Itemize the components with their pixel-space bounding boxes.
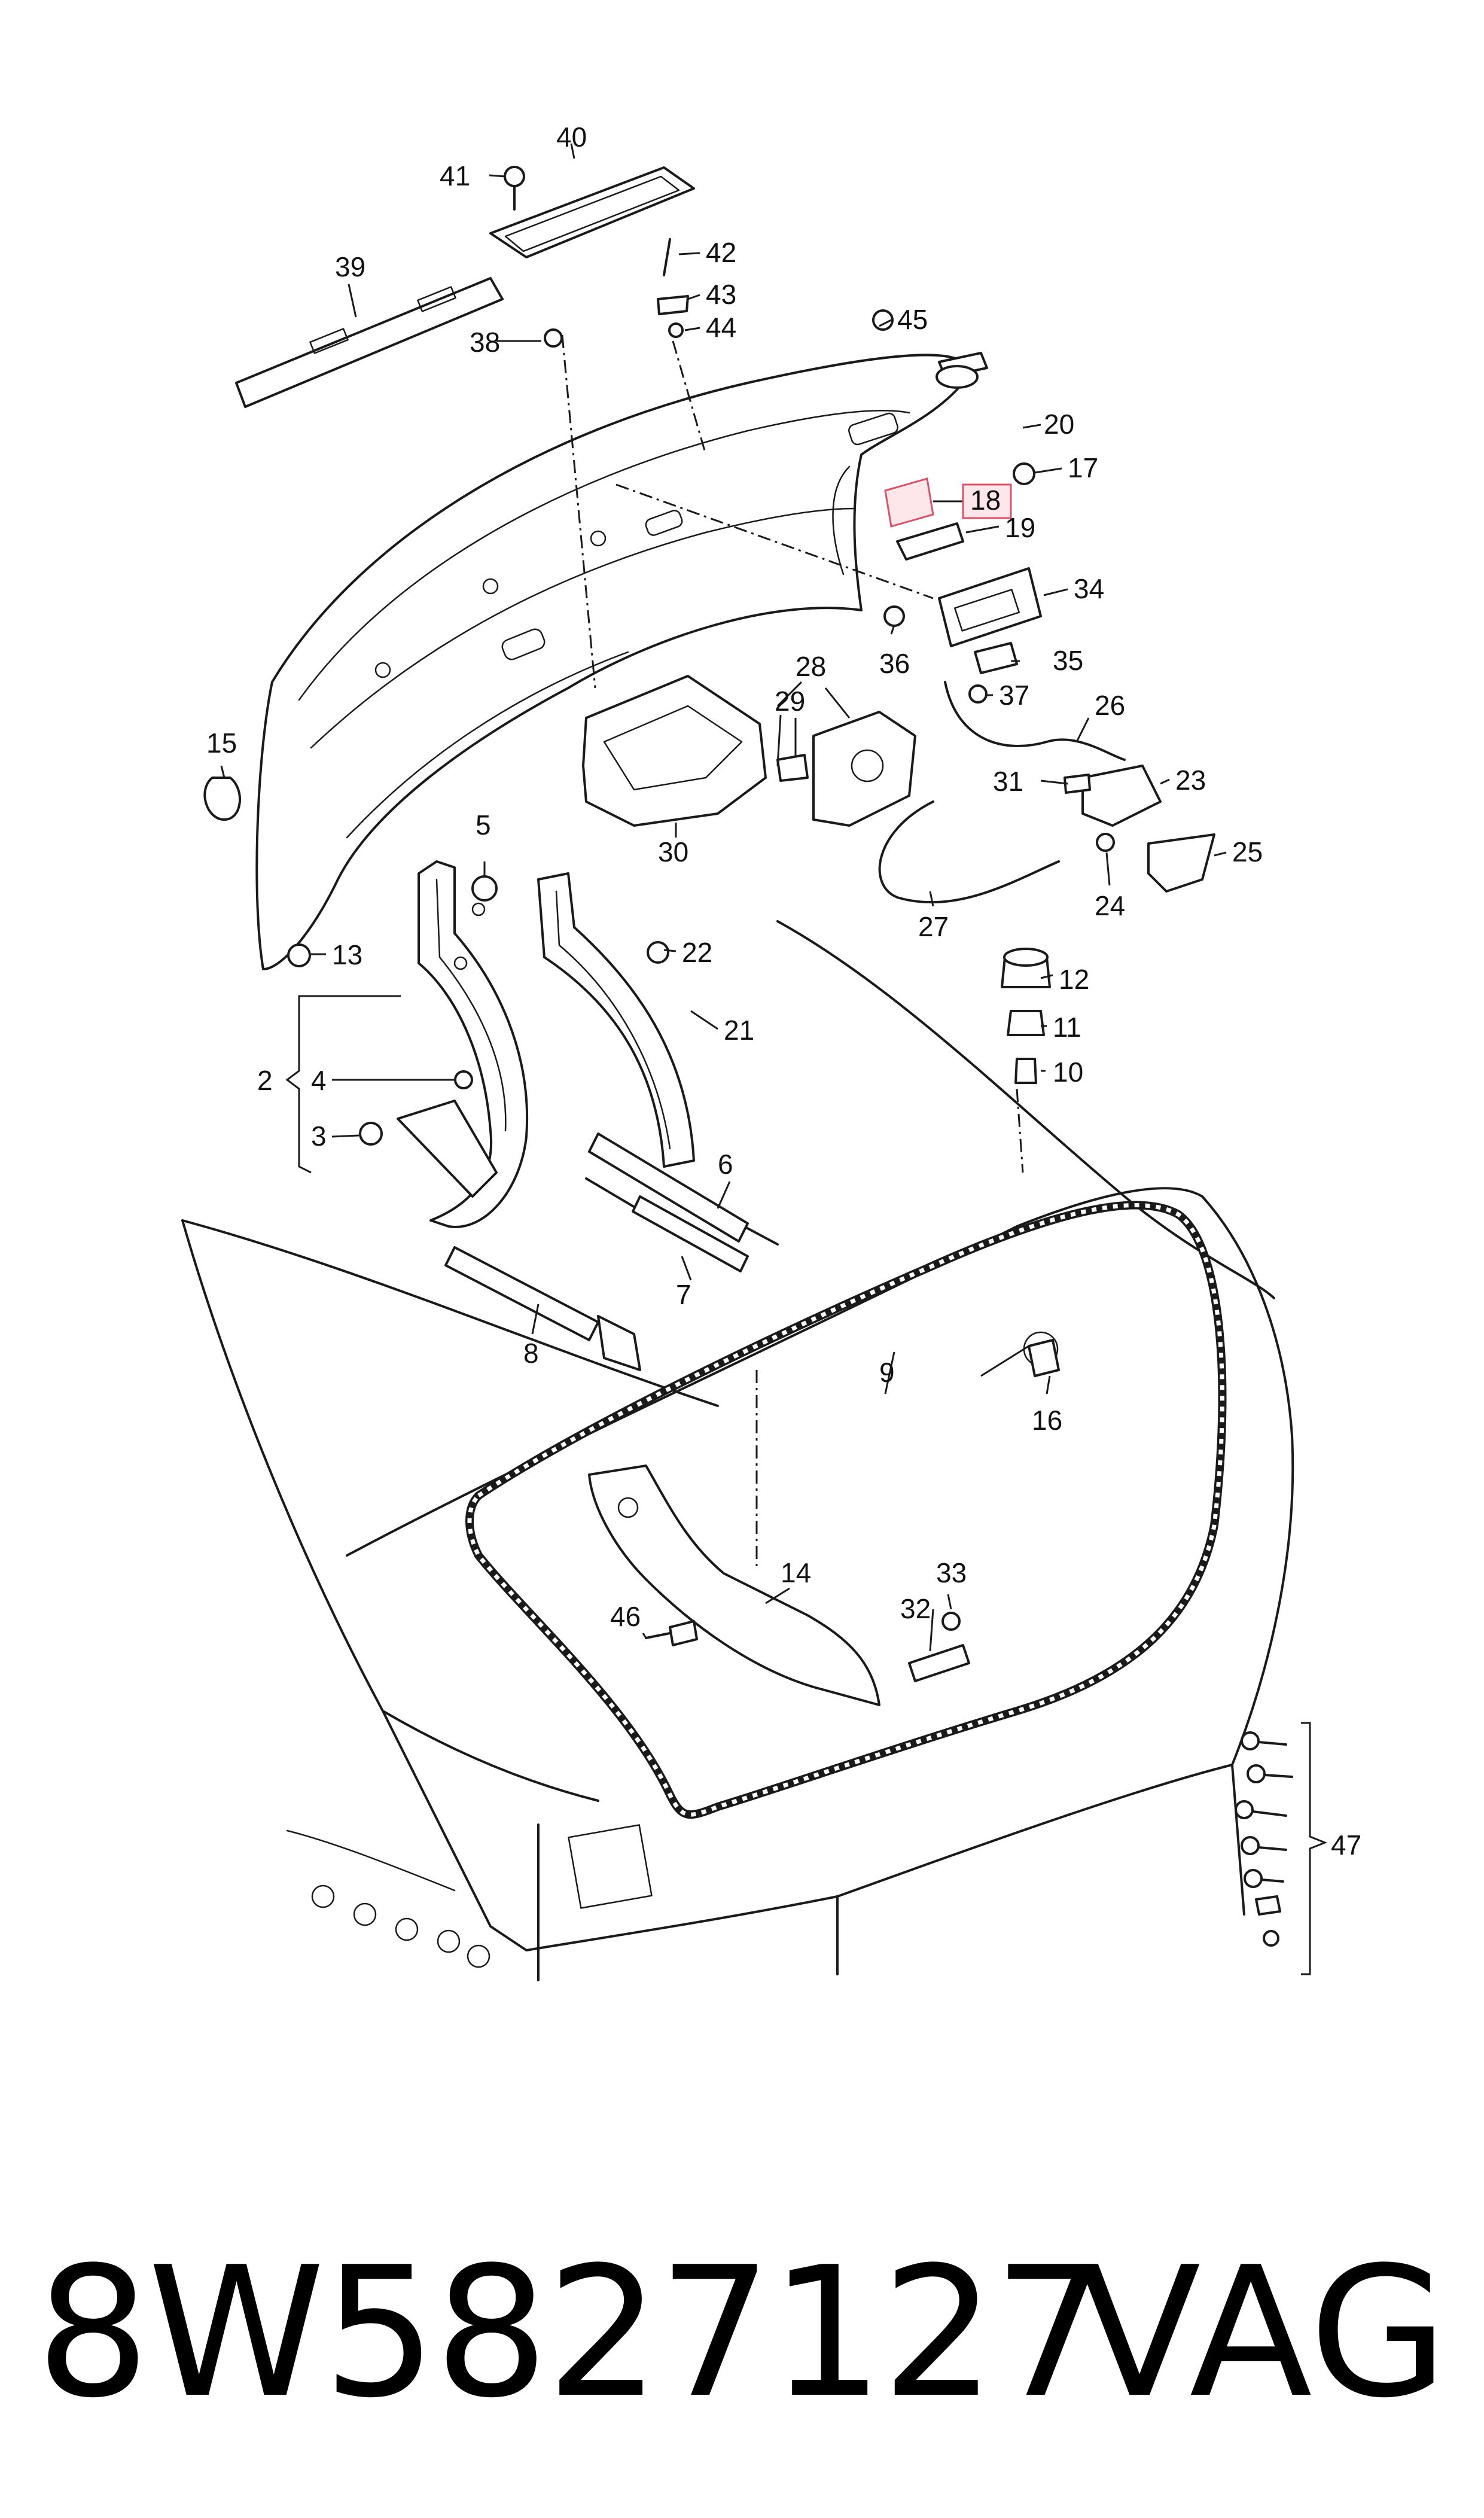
gas-struts bbox=[444, 1132, 779, 1371]
callout-41: 41 bbox=[440, 160, 470, 191]
highlighted-part-18 bbox=[884, 477, 934, 528]
callout-19: 19 bbox=[1005, 512, 1035, 543]
callout-16: 16 bbox=[1032, 1405, 1062, 1436]
callout-8: 8 bbox=[523, 1338, 539, 1369]
callout-43: 43 bbox=[706, 279, 736, 310]
hinge-right-21 bbox=[537, 872, 695, 1168]
callout-6: 6 bbox=[718, 1149, 733, 1180]
callout-47: 47 bbox=[1331, 1829, 1361, 1861]
trim-14 bbox=[588, 1464, 880, 1706]
callout-12: 12 bbox=[1059, 964, 1089, 995]
callout-14: 14 bbox=[781, 1557, 811, 1588]
trunk-lid bbox=[255, 354, 964, 970]
callout-11: 11 bbox=[1053, 1012, 1081, 1043]
callout-25: 25 bbox=[1232, 836, 1263, 867]
hinge-left-2 bbox=[397, 860, 528, 1228]
callout-21: 21 bbox=[724, 1015, 754, 1046]
callout-22: 22 bbox=[682, 937, 712, 968]
callout-29: 29 bbox=[775, 686, 805, 717]
callout-4: 4 bbox=[311, 1065, 327, 1096]
callout-20: 20 bbox=[1044, 409, 1074, 440]
bump-stop bbox=[1001, 948, 1060, 1377]
callout-10: 10 bbox=[1053, 1056, 1083, 1088]
callout-13: 13 bbox=[332, 939, 362, 970]
callout-35: 35 bbox=[1053, 645, 1083, 676]
small-fasteners bbox=[203, 166, 894, 1146]
callout-28: 28 bbox=[796, 651, 826, 682]
fastener-46 bbox=[645, 1620, 698, 1646]
callout-5: 5 bbox=[476, 809, 491, 841]
callout-34: 34 bbox=[1074, 573, 1104, 604]
callout-45: 45 bbox=[897, 304, 928, 335]
callout-24: 24 bbox=[1095, 890, 1125, 921]
callout-labels: 40 41 39 38 42 43 44 45 20 17 18 19 34 3… bbox=[206, 121, 1361, 1861]
callout-18-highlight bbox=[962, 483, 1012, 519]
trunk-seal-9 bbox=[465, 1201, 1227, 1819]
callout-36: 36 bbox=[879, 648, 910, 679]
callout-38: 38 bbox=[470, 327, 500, 358]
cover-strip-39 bbox=[235, 277, 504, 408]
callout-7: 7 bbox=[676, 1279, 691, 1310]
callout-27: 27 bbox=[918, 911, 949, 942]
callout-32: 32 bbox=[900, 1593, 931, 1624]
callout-31: 31 bbox=[993, 766, 1023, 797]
leader-lines bbox=[220, 143, 1227, 1652]
brand-text: VAG bbox=[1078, 2228, 1448, 2437]
callout-2: 2 bbox=[257, 1065, 273, 1096]
callout-30: 30 bbox=[658, 836, 688, 867]
footer: 8W5827127 VAG bbox=[0, 2213, 1484, 2453]
callout-23: 23 bbox=[1175, 765, 1206, 796]
callout-15: 15 bbox=[206, 727, 237, 759]
callout-17: 17 bbox=[1068, 452, 1098, 483]
callout-26: 26 bbox=[1095, 690, 1125, 721]
callout-44: 44 bbox=[706, 312, 736, 343]
part-number-text: 8W5827127 bbox=[36, 2228, 1108, 2437]
striker-32 bbox=[908, 1612, 970, 1682]
callout-39: 39 bbox=[335, 251, 365, 282]
right-components bbox=[878, 352, 1215, 904]
lock-cover-30 bbox=[582, 675, 767, 827]
callout-46: 46 bbox=[610, 1601, 641, 1632]
callout-3: 3 bbox=[311, 1121, 327, 1152]
callout-37: 37 bbox=[999, 680, 1029, 711]
callout-33: 33 bbox=[936, 1557, 967, 1588]
callout-18: 18 bbox=[970, 485, 1001, 516]
callout-42: 42 bbox=[706, 237, 736, 268]
third-brake-light-40 bbox=[489, 166, 695, 258]
callout-9: 9 bbox=[879, 1357, 895, 1388]
lock-actuator-28 bbox=[776, 711, 916, 827]
exploded-parts-diagram: 40 41 39 38 42 43 44 45 20 17 18 19 34 3… bbox=[181, 121, 1361, 1981]
callout-40: 40 bbox=[556, 121, 587, 153]
fastener-set-47 bbox=[1235, 1722, 1328, 1975]
